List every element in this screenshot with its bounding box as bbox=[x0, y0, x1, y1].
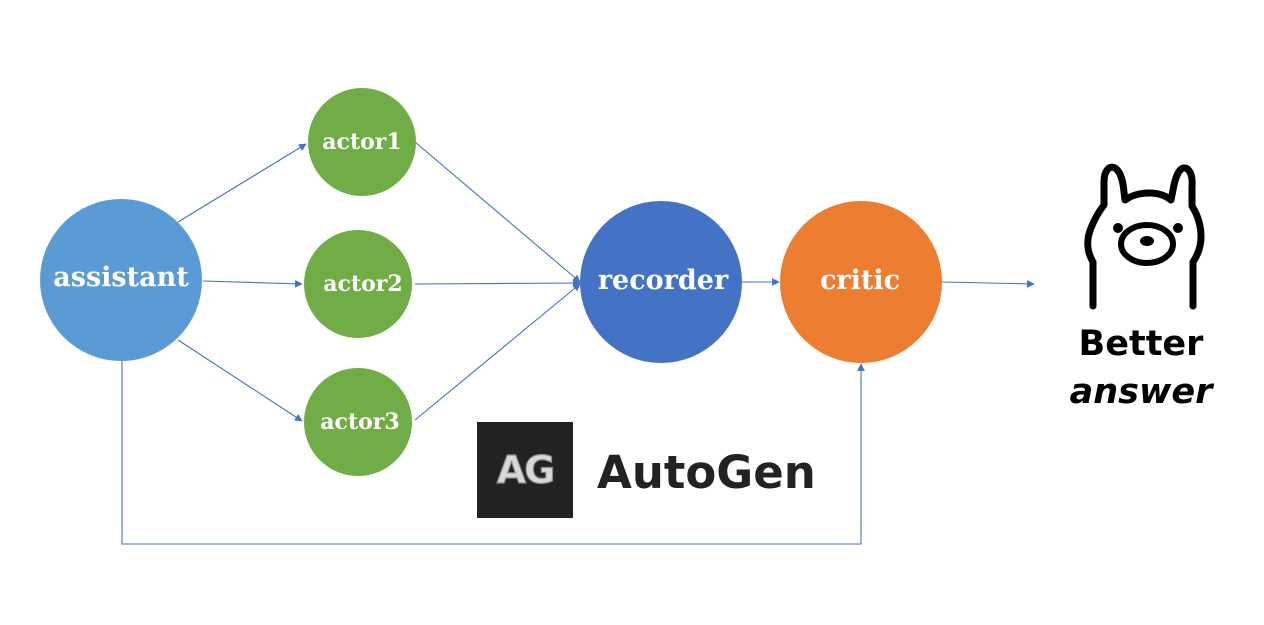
node-assistant-label: assistant bbox=[53, 262, 189, 293]
llama-nose bbox=[1140, 236, 1154, 246]
edge-assistant-critic bbox=[121, 360, 865, 545]
node-critic: critic bbox=[780, 201, 942, 363]
output-line-1: Better bbox=[1079, 324, 1205, 364]
node-critic-label: critic bbox=[820, 265, 900, 296]
autogen-badge bbox=[477, 422, 573, 518]
llama-right-eye bbox=[1173, 223, 1183, 233]
llama-left-eye bbox=[1113, 223, 1123, 233]
node-actor1-circle bbox=[308, 88, 416, 196]
llama-icon bbox=[1084, 163, 1205, 310]
node-actor2-circle bbox=[304, 230, 412, 338]
node-actor3-label: actor3 bbox=[320, 409, 399, 435]
autogen-wordmark: AutoGen bbox=[597, 446, 816, 499]
node-actor1: actor1 bbox=[308, 88, 416, 196]
edge-assistant-actor3 bbox=[177, 339, 303, 422]
llama-face bbox=[1113, 223, 1183, 246]
node-assistant: assistant bbox=[40, 199, 202, 361]
edges bbox=[121, 141, 1035, 545]
node-assistant-circle bbox=[40, 199, 202, 361]
edge-actor3-recorder bbox=[414, 283, 581, 421]
node-critic-circle bbox=[780, 201, 942, 363]
node-actor2: actor2 bbox=[304, 230, 412, 338]
node-recorder-circle bbox=[580, 201, 742, 363]
node-actor3-circle bbox=[304, 368, 412, 476]
edge-assistant-actor1 bbox=[177, 143, 307, 223]
node-recorder-label: recorder bbox=[598, 265, 729, 296]
autogen-logo: AG AutoGen bbox=[477, 422, 816, 518]
edge-actor1-recorder bbox=[414, 141, 581, 283]
node-recorder: recorder bbox=[580, 201, 742, 363]
node-actor3: actor3 bbox=[304, 368, 412, 476]
autogen-badge-text: AG bbox=[497, 448, 554, 492]
node-actor1-label: actor1 bbox=[322, 129, 401, 155]
node-actor2-label: actor2 bbox=[323, 271, 402, 297]
edge-actor2-recorder bbox=[414, 279, 581, 287]
edge-assistant-actor2 bbox=[202, 279, 303, 288]
output-line-2: answer bbox=[1070, 372, 1215, 412]
edge-critic-output bbox=[941, 280, 1035, 288]
